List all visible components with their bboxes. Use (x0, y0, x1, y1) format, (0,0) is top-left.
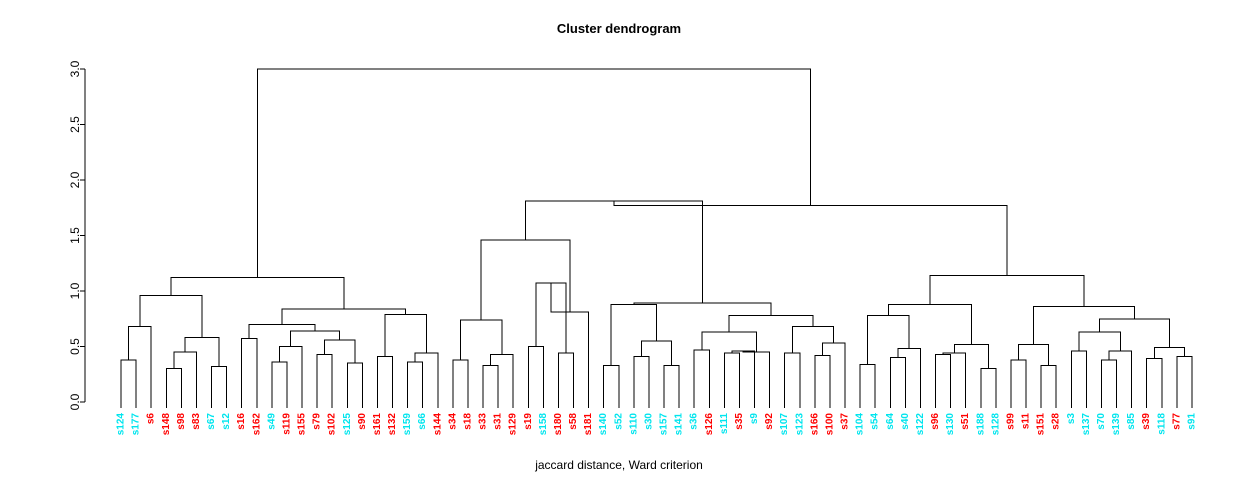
leaf-label: s66 (417, 413, 428, 430)
leaf-label: s139 (1111, 413, 1122, 436)
leaf-label: s90 (357, 413, 368, 430)
leaf-label: s11 (1021, 413, 1032, 430)
y-axis: 0.0 0.5 1.0 1.5 2.0 2.5 3.0 (68, 60, 86, 410)
leaf-label: s70 (1096, 413, 1107, 430)
leaf-label: s96 (930, 413, 941, 430)
leaf-label: s102 (327, 413, 338, 436)
leaf-label: s128 (990, 413, 1001, 436)
y-tick-label: 1.0 (68, 282, 82, 299)
leaf-label: s67 (206, 413, 217, 430)
leaf-label: s99 (1005, 413, 1016, 430)
leaf-label: s28 (1051, 413, 1062, 430)
leaf-label: s124 (116, 413, 127, 436)
x-axis-label: jaccard distance, Ward criterion (534, 458, 703, 472)
leaf-label: s9 (749, 413, 760, 425)
leaf-label: s166 (809, 413, 820, 436)
leaf-label: s155 (297, 413, 308, 436)
leaf-label: s118 (1156, 413, 1167, 435)
leaf-label: s100 (824, 413, 835, 436)
y-tick-label: 2.0 (68, 171, 82, 188)
leaf-label: s107 (779, 413, 790, 436)
leaf-labels: s124 s177 s6 s148 s98 s83 s67 s12 s16 s162 s49 s119… (116, 402, 1198, 435)
leaf-label: s140 (598, 413, 609, 436)
leaf-label: s34 (447, 413, 458, 430)
leaf-label: s40 (900, 413, 911, 430)
leaf-label: s126 (704, 413, 715, 436)
leaf-label: s30 (643, 413, 654, 430)
leaf-label: s58 (568, 413, 579, 430)
leaf-label: s51 (960, 413, 971, 430)
leaf-label: s158 (538, 413, 549, 436)
leaf-label: s35 (734, 413, 745, 430)
leaf-label: s79 (312, 413, 323, 430)
leaf-label: s111 (719, 413, 730, 435)
leaf-label: s161 (372, 413, 383, 436)
leaf-label: s181 (583, 413, 594, 436)
leaf-label: s122 (915, 413, 926, 436)
leaf-label: s19 (523, 413, 534, 430)
merge-link (256, 68, 811, 278)
leaf-label: s104 (855, 413, 866, 436)
leaf-label: s39 (1141, 413, 1152, 430)
leaf-label: s92 (764, 413, 775, 430)
leaf-label: s148 (161, 413, 172, 436)
leaf-label: s49 (266, 413, 277, 430)
leaf-label: s162 (251, 413, 262, 436)
leaf-label: s157 (659, 413, 670, 436)
page-title: Cluster dendrogram (557, 21, 681, 36)
leaf-label: s54 (870, 413, 881, 430)
leaf-label: s3 (1066, 413, 1077, 425)
y-tick-label: 0.5 (68, 338, 82, 355)
leaf-label: s64 (885, 413, 896, 430)
dendrogram-tree (120, 68, 1193, 402)
leaf-label: s52 (613, 413, 624, 430)
leaf-label: s144 (432, 413, 443, 436)
leaf-label: s12 (221, 413, 232, 430)
leaf-label: s130 (945, 413, 956, 436)
leaf-label: s18 (462, 413, 473, 430)
leaf-label: s36 (689, 413, 700, 430)
leaf-label: s110 (628, 413, 639, 435)
y-tick-label: 3.0 (68, 60, 82, 77)
leaf-label: s137 (1081, 413, 1092, 436)
leaf-label: s125 (342, 413, 353, 436)
leaf-label: s129 (508, 413, 519, 436)
leaf-label: s91 (1187, 413, 1198, 430)
leaf-label: s16 (236, 413, 247, 430)
leaf-label: s123 (794, 413, 805, 436)
leaf-label: s6 (146, 413, 157, 425)
leaf-label: s98 (176, 413, 187, 430)
leaf-label: s151 (1036, 413, 1047, 436)
leaf-label: s119 (281, 413, 292, 435)
y-tick-label: 2.5 (68, 116, 82, 133)
leaf-label: s83 (191, 413, 202, 430)
leaf-label: s77 (1171, 413, 1182, 430)
leaf-label: s85 (1126, 413, 1137, 430)
leaf-label: s141 (674, 413, 685, 436)
leaf-label: s37 (840, 413, 851, 430)
leaf-label: s31 (493, 413, 504, 430)
leaf-label: s159 (402, 413, 413, 436)
y-tick-label: 0.0 (68, 393, 82, 410)
leaf-label: s180 (553, 413, 564, 436)
leaf-label: s132 (387, 413, 398, 436)
y-tick-label: 1.5 (68, 227, 82, 244)
leaf-label: s188 (975, 413, 986, 436)
leaf-label: s177 (131, 413, 142, 436)
leaf-label: s33 (478, 413, 489, 430)
